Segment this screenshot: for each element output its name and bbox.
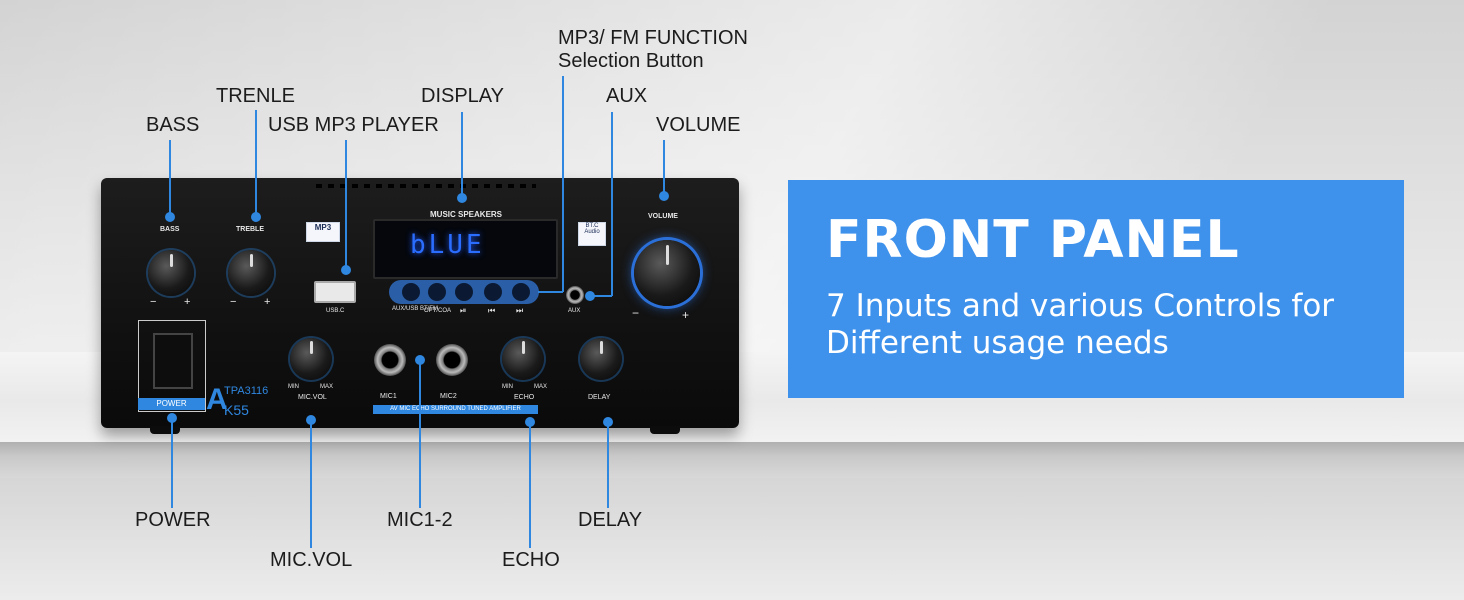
amplifier-foot-left bbox=[150, 426, 180, 434]
mic1-2-label: MIC1-2 bbox=[387, 509, 453, 531]
echo-callout-dot bbox=[525, 417, 535, 427]
power-switch[interactable] bbox=[153, 333, 193, 389]
mic2-jack[interactable] bbox=[436, 344, 468, 376]
power-frame bbox=[138, 320, 206, 412]
mic-vol-max: MAX bbox=[320, 384, 334, 390]
opt-coa-label: OPT/COA bbox=[424, 308, 452, 314]
delay-knob[interactable] bbox=[580, 338, 622, 380]
play-pause-button[interactable] bbox=[455, 283, 473, 301]
mic-vol-knob-label: MIC.VOL bbox=[298, 394, 327, 401]
volume-minus: − bbox=[632, 306, 640, 320]
aux-usb-label: AUX/USB BT/FM bbox=[392, 306, 439, 312]
mic-vol-min: MIN bbox=[288, 384, 299, 390]
next-icon: ⏭ bbox=[516, 306, 524, 315]
treble-plus: + bbox=[264, 296, 271, 308]
treble-callout-dot bbox=[251, 212, 261, 222]
echo-knob[interactable] bbox=[502, 338, 544, 380]
echo-max: MAX bbox=[534, 384, 548, 390]
shelf-shadow bbox=[0, 478, 1464, 600]
power-label: POWER bbox=[135, 509, 211, 531]
usb-c-label: USB.C bbox=[326, 308, 345, 314]
usb-callout-dot bbox=[341, 265, 351, 275]
panel-title: FRONT PANEL bbox=[826, 210, 1240, 270]
echo-knob-label: ECHO bbox=[514, 394, 535, 401]
opt-coa-button[interactable] bbox=[428, 283, 446, 301]
mic1-jack[interactable] bbox=[374, 344, 406, 376]
shelf-edge bbox=[0, 442, 1464, 478]
mic-vol-label: MIC.VOL bbox=[270, 549, 353, 571]
mic-vol-knob[interactable] bbox=[290, 338, 332, 380]
volume-label: VOLUME bbox=[656, 114, 741, 136]
next-button[interactable] bbox=[512, 283, 530, 301]
amplifier-foot-right bbox=[650, 426, 680, 434]
aux-label: AUX bbox=[606, 85, 648, 107]
brand-model: K55 bbox=[224, 402, 249, 418]
mic-callout-dot bbox=[415, 355, 425, 365]
mic1-label: MIC1 bbox=[380, 393, 397, 400]
power-callout-dot bbox=[167, 413, 177, 423]
bass-minus: − bbox=[150, 296, 157, 308]
prev-icon: ⏮ bbox=[488, 306, 496, 315]
aux-usb-button[interactable] bbox=[402, 283, 420, 301]
mic2-label: MIC2 bbox=[440, 393, 457, 400]
volume-knob[interactable] bbox=[634, 240, 700, 306]
bass-knob[interactable] bbox=[148, 250, 194, 296]
display-screen bbox=[373, 219, 558, 279]
treble-knob-label: TREBLE bbox=[236, 226, 264, 233]
aux-jack-label: AUX bbox=[568, 308, 581, 314]
bass-knob-label: BASS bbox=[160, 226, 180, 233]
treble-knob[interactable] bbox=[228, 250, 274, 296]
usb-port[interactable] bbox=[314, 281, 356, 303]
display-label: DISPLAY bbox=[421, 85, 504, 107]
bass-plus: + bbox=[184, 296, 191, 308]
aux-jack[interactable] bbox=[566, 286, 584, 304]
echo-min: MIN bbox=[502, 384, 513, 390]
play-pause-icon: ⏯ bbox=[460, 306, 467, 315]
volume-callout-dot bbox=[659, 191, 669, 201]
music-speakers-label: MUSIC SPEAKERS bbox=[430, 210, 503, 219]
trenle-label: TRENLE bbox=[216, 85, 295, 107]
brand-chip: TPA3116 bbox=[224, 385, 269, 397]
panel-subtitle: 7 Inputs and various Controls for Differ… bbox=[826, 288, 1335, 361]
mp3-fm-label-line1: MP3/ FM FUNCTION bbox=[558, 27, 748, 49]
mp3-badge: MP3 bbox=[306, 222, 340, 242]
amplifier-vents bbox=[316, 184, 536, 188]
front-panel-box bbox=[788, 180, 1404, 398]
usb-mp3-player-label: USB MP3 PLAYER bbox=[268, 114, 439, 136]
display-callout-dot bbox=[457, 193, 467, 203]
brand-letter: A bbox=[206, 383, 228, 416]
prev-button[interactable] bbox=[484, 283, 502, 301]
mic-vol-callout-dot bbox=[306, 415, 316, 425]
delay-label: DELAY bbox=[578, 509, 643, 531]
echo-label: ECHO bbox=[502, 549, 560, 571]
treble-minus: − bbox=[230, 296, 237, 308]
delay-knob-label: DELAY bbox=[588, 394, 611, 401]
bass-callout-dot bbox=[165, 212, 175, 222]
volume-plus: + bbox=[682, 308, 690, 322]
bluetooth-badge: BT.C Audio bbox=[578, 222, 606, 246]
bass-label: BASS bbox=[146, 114, 200, 136]
amplifier-strip: AV MIC ECHO SURROUND TUNED AMPLIFIER bbox=[373, 405, 538, 414]
delay-callout-dot bbox=[603, 417, 613, 427]
display-readout: bLUE bbox=[410, 230, 485, 260]
power-tag: POWER bbox=[138, 398, 205, 410]
mp3-fm-label-line2: Selection Button bbox=[558, 50, 704, 72]
volume-knob-label: VOLUME bbox=[648, 213, 678, 220]
aux-callout-dot bbox=[585, 291, 595, 301]
